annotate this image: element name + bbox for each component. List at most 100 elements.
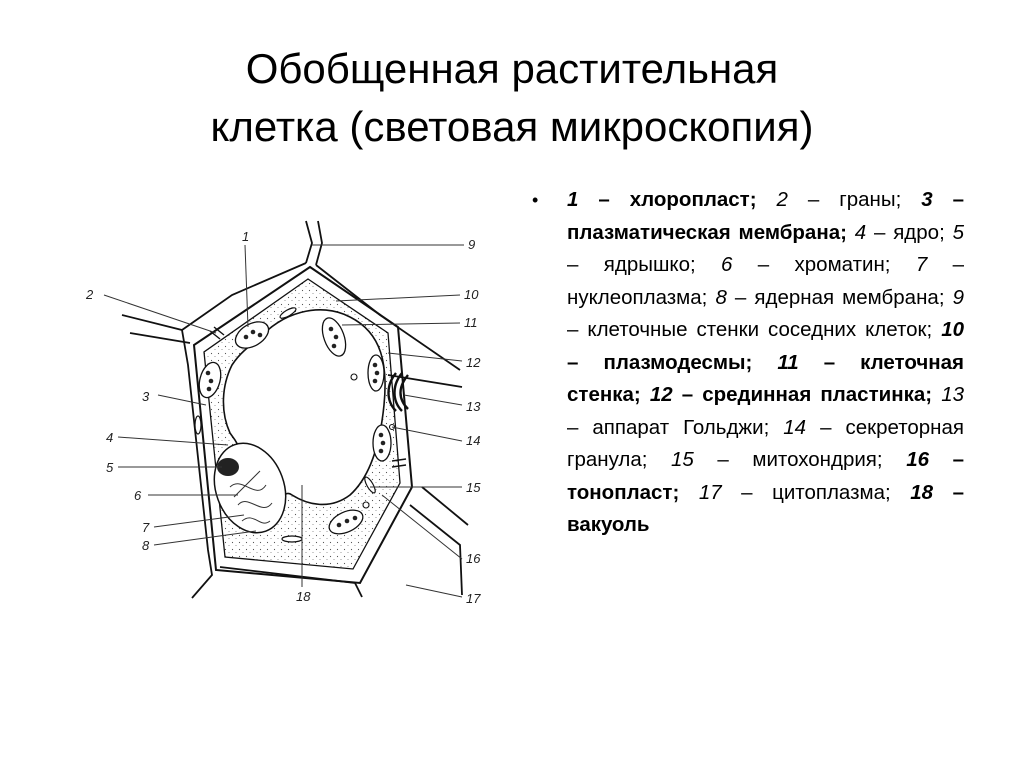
label-7: 7 [142, 520, 150, 535]
legend-item: 6 – хроматин; [721, 253, 916, 276]
legend-number: 6 [721, 253, 733, 276]
legend-term: вакуоль [567, 513, 650, 536]
legend-number: 9 [952, 285, 964, 309]
legend-separator: ; [884, 253, 916, 276]
legend-dash: – [578, 188, 630, 211]
legend-separator: ; [925, 383, 942, 406]
legend-dash: – [933, 480, 964, 504]
legend-dash: – [806, 415, 846, 439]
legend-item: 5 – ядрышко; [567, 221, 964, 277]
legend-dash: – [567, 350, 604, 374]
neighbor-cell-walls [121, 220, 469, 599]
legend-item: 18 – вакуоль [567, 481, 964, 537]
legend-dash: – [732, 253, 795, 276]
legend-text: 1 – хлоропласт; 2 – граны; 3 – плазматич… [567, 184, 964, 542]
legend-separator: ; [938, 285, 953, 309]
legend-term: митохондрия [752, 448, 877, 471]
chloroplasts [198, 317, 392, 535]
legend-separator: ; [641, 448, 672, 471]
slide-title: Обобщенная растительная клетка (световая… [40, 40, 984, 156]
legend-term: клеточные стенки соседних клеток [587, 318, 927, 341]
legend-separator: ; [633, 383, 650, 406]
legend-term: цитоплазма [772, 480, 885, 504]
legend-separator: ; [672, 480, 699, 504]
legend-dash: – [567, 415, 593, 439]
label-14: 14 [466, 433, 480, 448]
legend-term: граны [839, 188, 896, 211]
chromatin [229, 470, 273, 524]
legend-number: 13 [941, 383, 965, 406]
legend-number: 12 [649, 383, 673, 406]
legend-term: ядерная мембрана [754, 285, 939, 309]
legend-term: срединная пластинка [702, 383, 926, 406]
legend: • 1 – хлоропласт; 2 – граны; 3 – плазмат… [532, 184, 964, 542]
legend-number: 17 [698, 480, 722, 504]
legend-dash: – [672, 383, 703, 406]
legend-term: плазматическая мембрана [567, 220, 841, 244]
legend-number: 3 [921, 188, 933, 211]
legend-item: 15 – митохондрия; [671, 448, 906, 471]
legend-separator: ; [690, 253, 722, 276]
legend-dash: – [693, 448, 753, 471]
legend-item: 2 – граны; [777, 188, 922, 211]
label-9: 9 [468, 237, 475, 252]
legend-term: ядрышко [603, 253, 690, 276]
label-12: 12 [466, 355, 481, 370]
legend-separator: ; [701, 285, 716, 309]
legend-term: аппарат Гольджи [592, 415, 764, 439]
mitochondria [194, 307, 376, 543]
legend-number: 11 [777, 350, 799, 374]
legend-item: 14 – секреторная гранула; [567, 416, 964, 472]
legend-number: 2 [776, 188, 788, 211]
legend-item: 4 – ядро; [855, 221, 953, 244]
label-11: 11 [464, 315, 478, 330]
legend-item: 10 – плазмодесмы; [567, 318, 964, 374]
label-8: 8 [142, 538, 150, 553]
nucleolus [217, 458, 239, 476]
legend-dash: – [866, 220, 894, 244]
grana [205, 326, 386, 528]
label-6: 6 [134, 488, 142, 503]
legend-dash: – [787, 188, 840, 211]
legend-item: 17 – цитоплазма; [699, 481, 910, 504]
legend-separator: ; [926, 318, 942, 341]
legend-term: плазмодесмы [603, 350, 746, 374]
label-18: 18 [296, 589, 311, 604]
legend-item: 13 – аппарат Гольджи; [567, 383, 964, 439]
legend-dash: – [929, 448, 964, 471]
legend-term: тонопласт [567, 480, 673, 504]
title-line-2: клетка (световая микроскопия) [210, 103, 814, 150]
legend-term: секреторная гранула [567, 415, 964, 472]
legend-separator: ; [763, 415, 784, 439]
bullet: • [532, 190, 539, 210]
label-4: 4 [106, 430, 113, 445]
cell-wall [192, 265, 414, 585]
legend-separator: ; [939, 220, 953, 244]
label-1: 1 [242, 229, 249, 244]
label-10: 10 [464, 287, 479, 302]
golgi-apparatus [387, 372, 409, 412]
legend-dash: – [798, 350, 861, 374]
label-17: 17 [466, 591, 481, 606]
legend-item: 11 – клеточная стенка; [567, 351, 964, 407]
legend-item: 16 – тонопласт; [567, 448, 964, 504]
legend-separator: ; [885, 480, 911, 504]
title-line-1: Обобщенная растительная [245, 45, 779, 92]
label-13: 13 [466, 399, 481, 414]
legend-separator: ; [876, 448, 907, 471]
label-15: 15 [466, 480, 481, 495]
legend-number: 7 [915, 253, 928, 276]
legend-separator: ; [840, 220, 855, 244]
legend-term: хлоропласт [629, 188, 750, 211]
legend-dash: – [567, 318, 588, 341]
legend-number: 14 [783, 415, 807, 439]
legend-number: 4 [854, 220, 867, 244]
legend-item: 12 – срединная пластинка; [650, 383, 941, 406]
legend-item: 8 – ядерная мембрана; [715, 286, 952, 309]
legend-dash: – [932, 188, 964, 211]
legend-item: 9 – клеточные стенки соседних клеток; [567, 286, 964, 342]
legend-term: хроматин [794, 253, 885, 276]
legend-item: 1 – хлоропласт; [567, 188, 777, 211]
legend-number: 5 [952, 220, 964, 244]
plasmodesmata [209, 326, 407, 468]
